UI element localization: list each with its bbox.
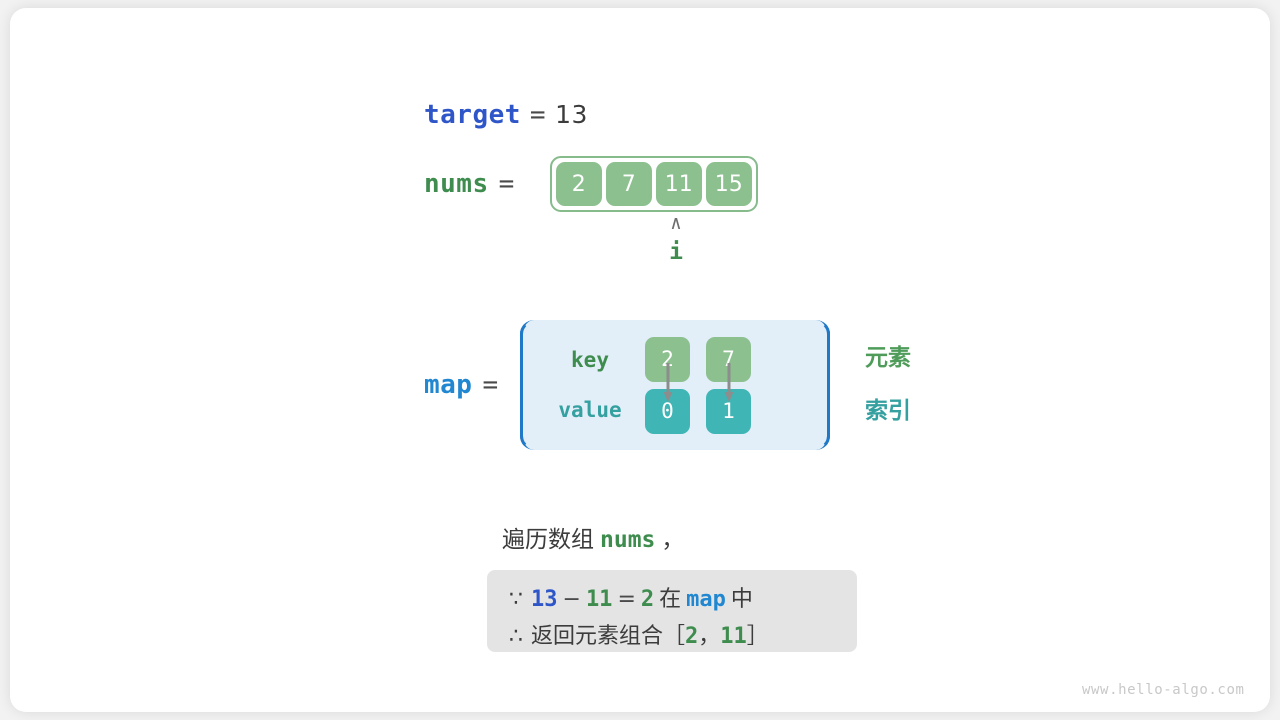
map-key-cell: 2 bbox=[645, 336, 690, 382]
legend-element-label: 元素 bbox=[865, 345, 911, 371]
array-cell: 2 bbox=[555, 162, 602, 206]
nums-equals-sign: = bbox=[498, 169, 515, 199]
nums-variable-row: nums = 2 7 11 15 bbox=[424, 156, 758, 212]
caption-code: nums bbox=[600, 527, 656, 553]
note-bracket-open: ［ bbox=[663, 624, 686, 649]
map-entry-columns: 2 0 7 1 bbox=[645, 336, 751, 434]
map-equals-sign: = bbox=[482, 370, 499, 400]
note-operand-a: 13 bbox=[531, 587, 558, 612]
array-cell: 11 bbox=[655, 162, 702, 206]
note-equals-sign: = bbox=[617, 587, 636, 612]
nums-variable-name: nums bbox=[424, 169, 489, 199]
note-bracket-close: ］ bbox=[746, 624, 769, 649]
because-symbol: ∵ bbox=[509, 587, 523, 612]
note-pair-comma: ， bbox=[698, 624, 721, 649]
target-variable-row: target = 13 bbox=[424, 100, 588, 130]
note-middle-text: 在 bbox=[659, 587, 682, 612]
note-minus-sign: − bbox=[562, 587, 581, 612]
array-cell: 7 bbox=[605, 162, 652, 206]
note-tail-text: 中 bbox=[730, 587, 753, 612]
diagram-card: target = 13 nums = 2 7 11 15 ∧ i map = bbox=[10, 8, 1270, 712]
array-cell: 15 bbox=[705, 162, 752, 206]
caption-suffix: ， bbox=[661, 527, 685, 553]
target-value: 13 bbox=[555, 100, 588, 129]
map-key-cell: 7 bbox=[706, 336, 751, 382]
index-pointer-group: ∧ i bbox=[655, 214, 697, 264]
note-operand-b: 11 bbox=[585, 587, 613, 612]
therefore-symbol: ∴ bbox=[509, 624, 523, 649]
target-variable-name: target bbox=[424, 100, 521, 130]
map-variable-row: map = key value 2 0 bbox=[424, 320, 830, 450]
map-row-labels: key value bbox=[547, 348, 633, 422]
note-pair-second: 11 bbox=[720, 624, 747, 649]
map-value-cell: 0 bbox=[645, 388, 690, 434]
map-entry: 7 1 bbox=[706, 336, 751, 434]
nums-label-group: nums = bbox=[424, 169, 515, 199]
map-variable-name: map bbox=[424, 370, 473, 400]
map-value-row-label: value bbox=[558, 398, 622, 422]
legend-index-label: 索引 bbox=[865, 398, 911, 424]
index-pointer-label: i bbox=[669, 239, 683, 265]
map-value-cell: 1 bbox=[706, 388, 751, 434]
note-result: 2 bbox=[640, 587, 655, 612]
caption-prefix: 遍历数组 bbox=[502, 527, 594, 553]
hash-map-box: key value 2 0 7 1 bbox=[520, 320, 830, 450]
note-line-therefore: ∴ 返回元素组合［2，11］ bbox=[509, 618, 835, 655]
map-entry: 2 0 bbox=[645, 336, 690, 434]
note-return-text: 返回元素组合 bbox=[531, 624, 664, 649]
map-legend: 元素 索引 bbox=[865, 345, 911, 424]
target-equals-sign: = bbox=[529, 100, 547, 130]
map-label-group: map = bbox=[424, 370, 520, 400]
note-pair-first: 2 bbox=[685, 624, 699, 649]
note-map-name: map bbox=[686, 587, 726, 612]
site-watermark: www.hello-algo.com bbox=[1082, 682, 1245, 698]
caret-up-icon: ∧ bbox=[670, 212, 682, 234]
map-key-row-label: key bbox=[571, 348, 609, 372]
nums-array-frame: 2 7 11 15 bbox=[549, 156, 758, 212]
